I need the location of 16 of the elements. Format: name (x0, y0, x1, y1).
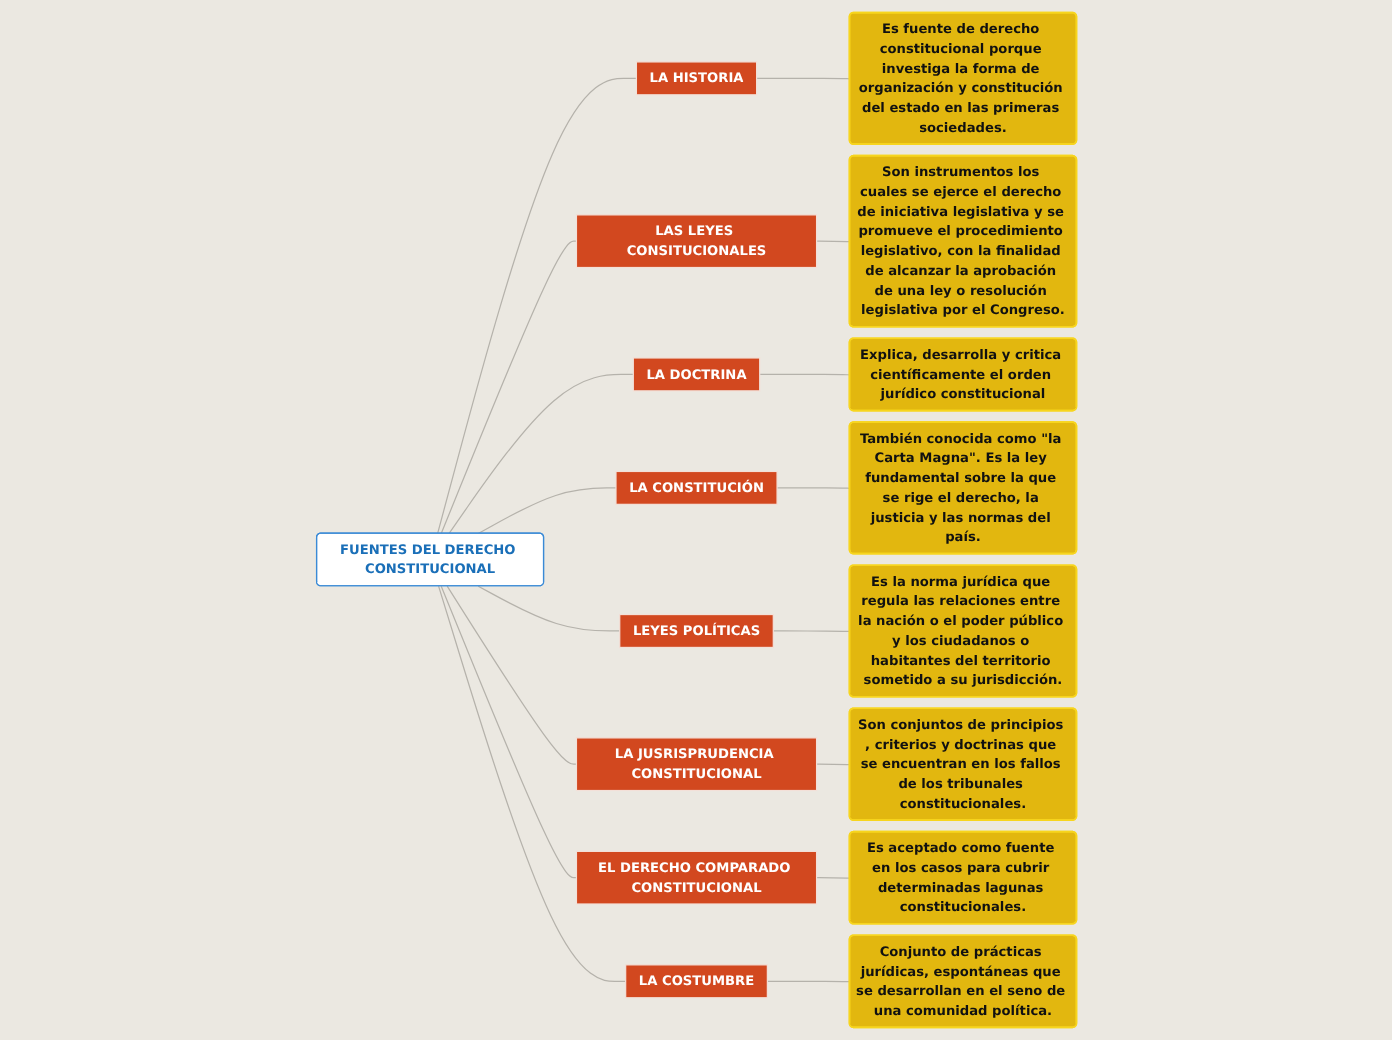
connector (446, 585, 577, 765)
connector (447, 373, 634, 535)
connector (815, 240, 850, 243)
connector (440, 240, 577, 535)
connector (758, 373, 850, 376)
connector (755, 77, 850, 80)
connector (477, 487, 617, 535)
connector (437, 585, 626, 982)
connector (436, 77, 637, 535)
connector (815, 763, 850, 766)
connector (775, 487, 850, 489)
connector (815, 877, 850, 879)
connector (766, 980, 850, 983)
connector (440, 585, 577, 879)
connector (477, 585, 620, 632)
connector (772, 630, 850, 633)
